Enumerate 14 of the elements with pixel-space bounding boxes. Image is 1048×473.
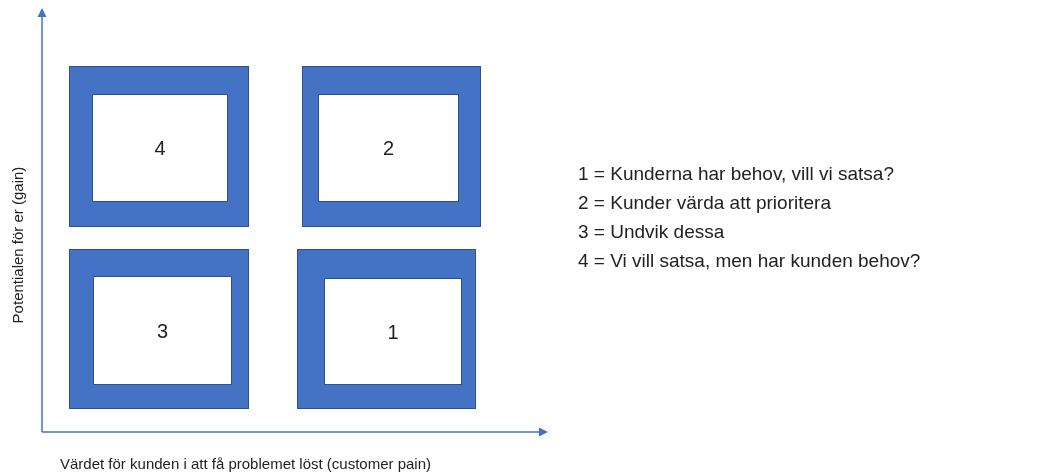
framed-box (302, 66, 481, 227)
framed-box (297, 249, 476, 409)
key-text: 1 = Kunderna har behov, vill vi satsa? (578, 162, 895, 186)
key-text: 3 = Undvik dessa (578, 220, 726, 244)
quadrant-number: 2 (382, 136, 395, 161)
quadrant-number: 1 (387, 319, 399, 345)
framed-box (69, 66, 249, 227)
key-text: 4 = Vi vill satsa, men har kunden behov? (578, 249, 921, 273)
quadrant-number: 3 (156, 318, 169, 344)
framed-box (69, 249, 249, 409)
axis-label: Potentialen för er (gain) (7, 166, 27, 324)
axis-label: Värdet för kunden i att få problemet löst (customer pain) (60, 454, 431, 473)
quadrant-number: 4 (154, 136, 166, 161)
key-text: 2 = Kunder värda att prioritera (578, 191, 832, 215)
